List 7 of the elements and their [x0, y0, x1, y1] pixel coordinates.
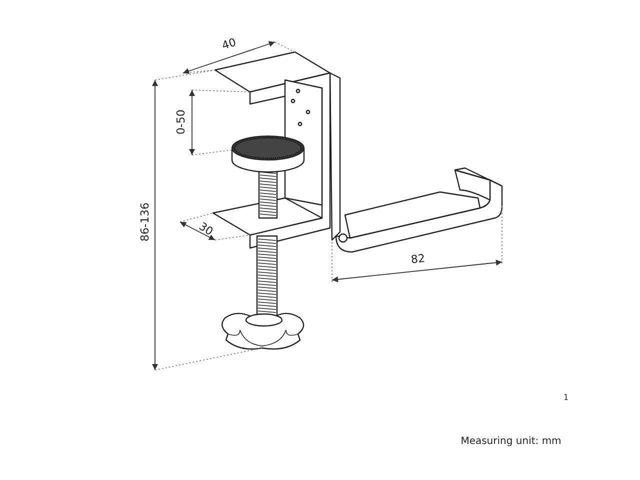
dimension-label: 86-136 [140, 202, 150, 242]
note-text: Measuring unit: mm [460, 437, 562, 447]
dimension-label: 30 [197, 220, 215, 238]
dimension-label: 82 [410, 252, 426, 266]
dimension-label: 0-50 [176, 110, 186, 134]
page-number: 1 [563, 394, 569, 402]
dimension-label: 40 [220, 36, 238, 52]
